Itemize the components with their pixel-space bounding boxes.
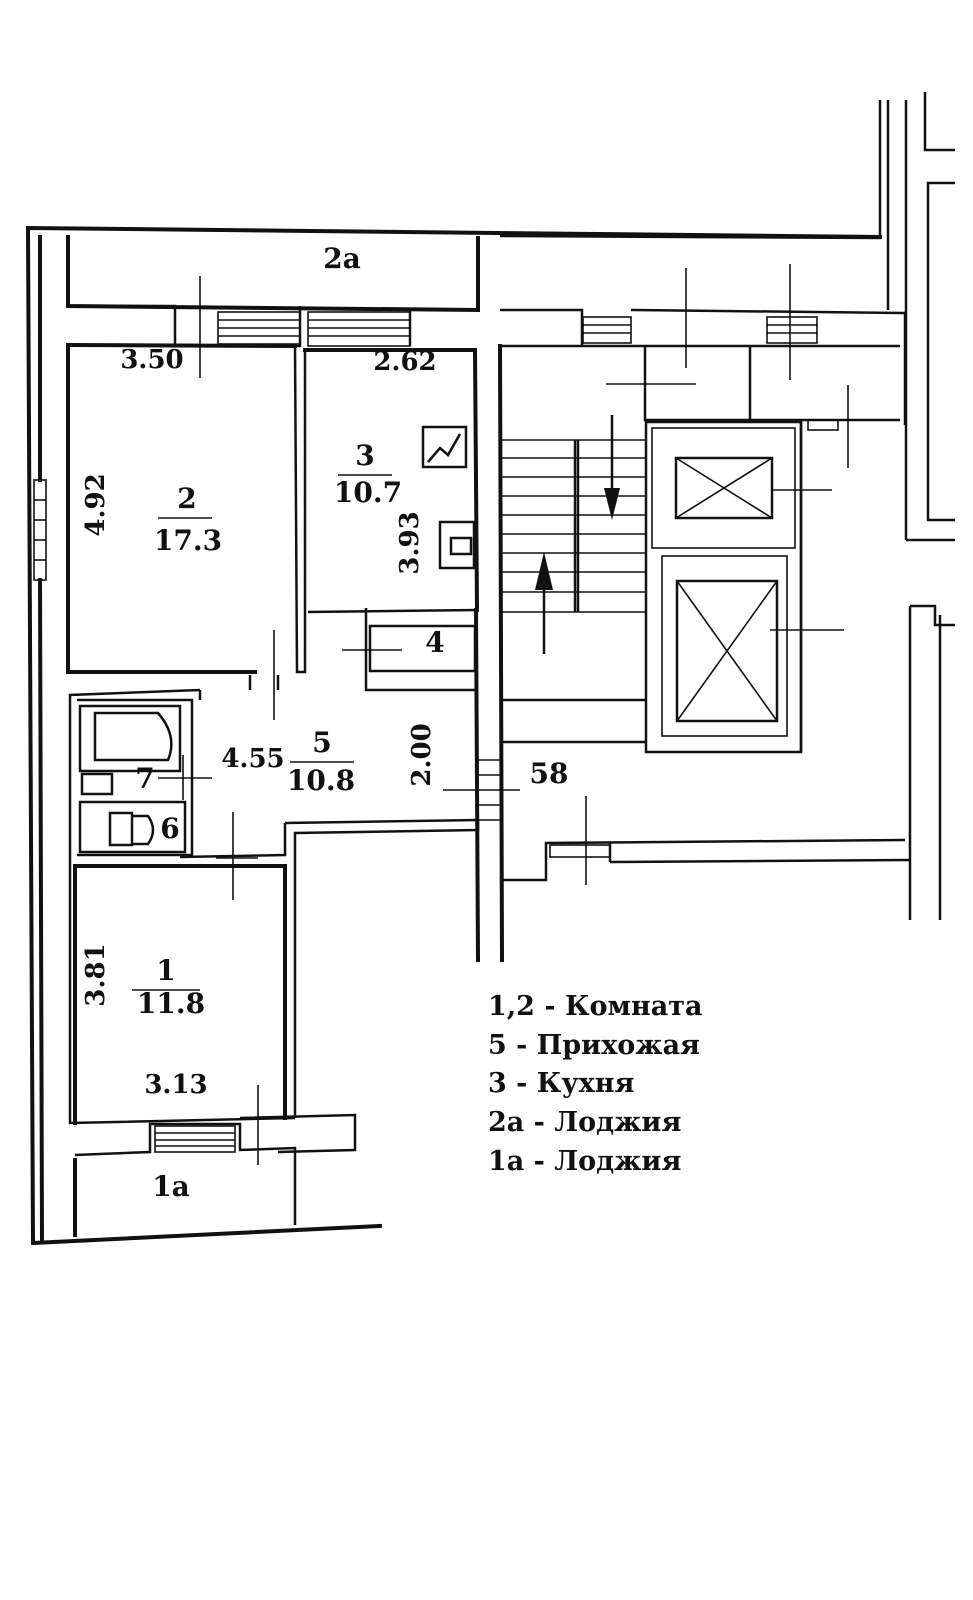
stairwell xyxy=(443,100,955,920)
room-labels: 2а 2 17.3 3 10.7 4 5 10.8 7 6 1 11.8 1а … xyxy=(132,242,568,1203)
legend-item: 3 - Кухня xyxy=(488,1068,634,1099)
bath-7-number: 7 xyxy=(135,762,154,795)
kitchen-3 xyxy=(303,347,480,614)
room2-width-dim: 3.50 xyxy=(120,345,183,375)
legend: 1,2 - Комната 5 - Прихожая 3 - Кухня 2а … xyxy=(488,991,702,1177)
hall-length-dim: 4.55 xyxy=(221,744,284,774)
legend-item: 2а - Лоджия xyxy=(488,1107,681,1138)
closet-4 xyxy=(342,608,477,692)
legend-item: 1а - Лоджия xyxy=(488,1146,681,1177)
kitchen-3-area: 10.7 xyxy=(334,476,402,509)
room-2-area: 17.3 xyxy=(154,524,222,557)
hall-5-number: 5 xyxy=(312,726,331,759)
loggia-1a xyxy=(73,1085,357,1237)
room1-width-dim: 3.13 xyxy=(144,1070,207,1100)
room-1-area: 11.8 xyxy=(137,987,205,1020)
room1-depth-dim: 3.81 xyxy=(81,943,111,1006)
wc-6 xyxy=(78,800,258,900)
stair-58-label: 58 xyxy=(530,757,569,790)
hall-width-dim: 2.00 xyxy=(407,723,437,786)
legend-item: 5 - Прихожая xyxy=(488,1030,700,1061)
room-2 xyxy=(33,342,307,674)
loggia-2a-label: 2а xyxy=(323,242,361,275)
bathroom-7 xyxy=(78,704,212,800)
hall-5 xyxy=(68,343,505,1125)
hall-5-area: 10.8 xyxy=(287,764,355,797)
kitchen-depth-dim: 3.93 xyxy=(395,511,425,574)
dimension-labels: 3.50 4.92 2.62 3.93 4.55 2.00 3.81 3.13 xyxy=(81,345,437,1100)
room-1-number: 1 xyxy=(156,954,175,987)
room-1 xyxy=(73,864,287,1125)
wc-6-number: 6 xyxy=(160,812,179,845)
exterior-walls xyxy=(25,225,883,1246)
loggia-1a-label: 1а xyxy=(152,1170,190,1203)
kitchen-3-number: 3 xyxy=(355,439,374,472)
legend-item: 1,2 - Комната xyxy=(488,991,702,1022)
kitchen-width-dim: 2.62 xyxy=(373,347,436,377)
room-2-number: 2 xyxy=(177,482,196,515)
closet-4-number: 4 xyxy=(425,626,444,659)
room2-depth-dim: 4.92 xyxy=(81,473,111,536)
neighbor-walls xyxy=(886,92,955,542)
